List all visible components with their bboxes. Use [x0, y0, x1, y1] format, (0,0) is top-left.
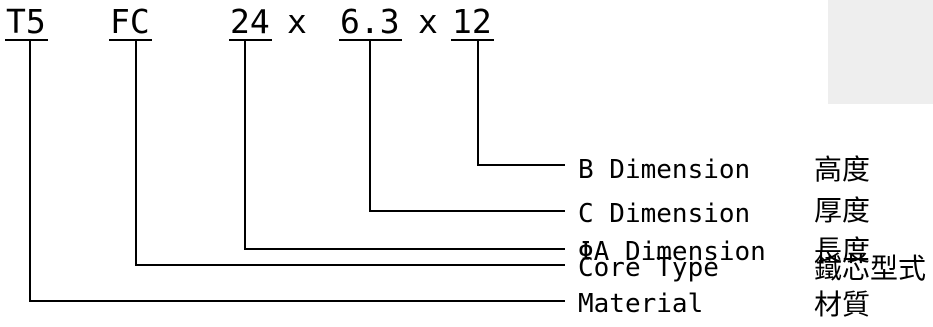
- leader-b-dimension: [477, 40, 565, 166]
- label-material: Material: [578, 289, 703, 319]
- code-dim-b: 12: [452, 2, 492, 41]
- label-material-zh: 材質: [814, 288, 870, 321]
- leader-material: [29, 40, 565, 302]
- code-dim-a: 24: [230, 2, 270, 41]
- label-core-type: Core Type: [578, 253, 719, 283]
- leader-a-dimension: [244, 40, 565, 250]
- label-a-dimension: ΦA Dimension: [578, 237, 766, 267]
- label-c-dimension: C Dimension: [578, 199, 750, 229]
- label-core-type-zh: 鐵芯型式: [814, 252, 926, 285]
- code-separator-1: x: [287, 2, 307, 41]
- label-b-dimension-zh: 高度: [814, 153, 870, 186]
- leader-core-type: [135, 40, 565, 266]
- label-b-dimension: B Dimension: [578, 155, 750, 185]
- leader-c-dimension: [369, 40, 565, 212]
- label-a-dimension-zh: 長度: [814, 234, 870, 267]
- gray-swatch: [828, 0, 933, 104]
- code-material: T5: [6, 2, 46, 41]
- code-separator-2: x: [418, 2, 438, 41]
- label-c-dimension-zh: 厚度: [814, 194, 870, 227]
- code-dim-c: 6.3: [340, 2, 400, 41]
- code-core-type: FC: [110, 2, 150, 41]
